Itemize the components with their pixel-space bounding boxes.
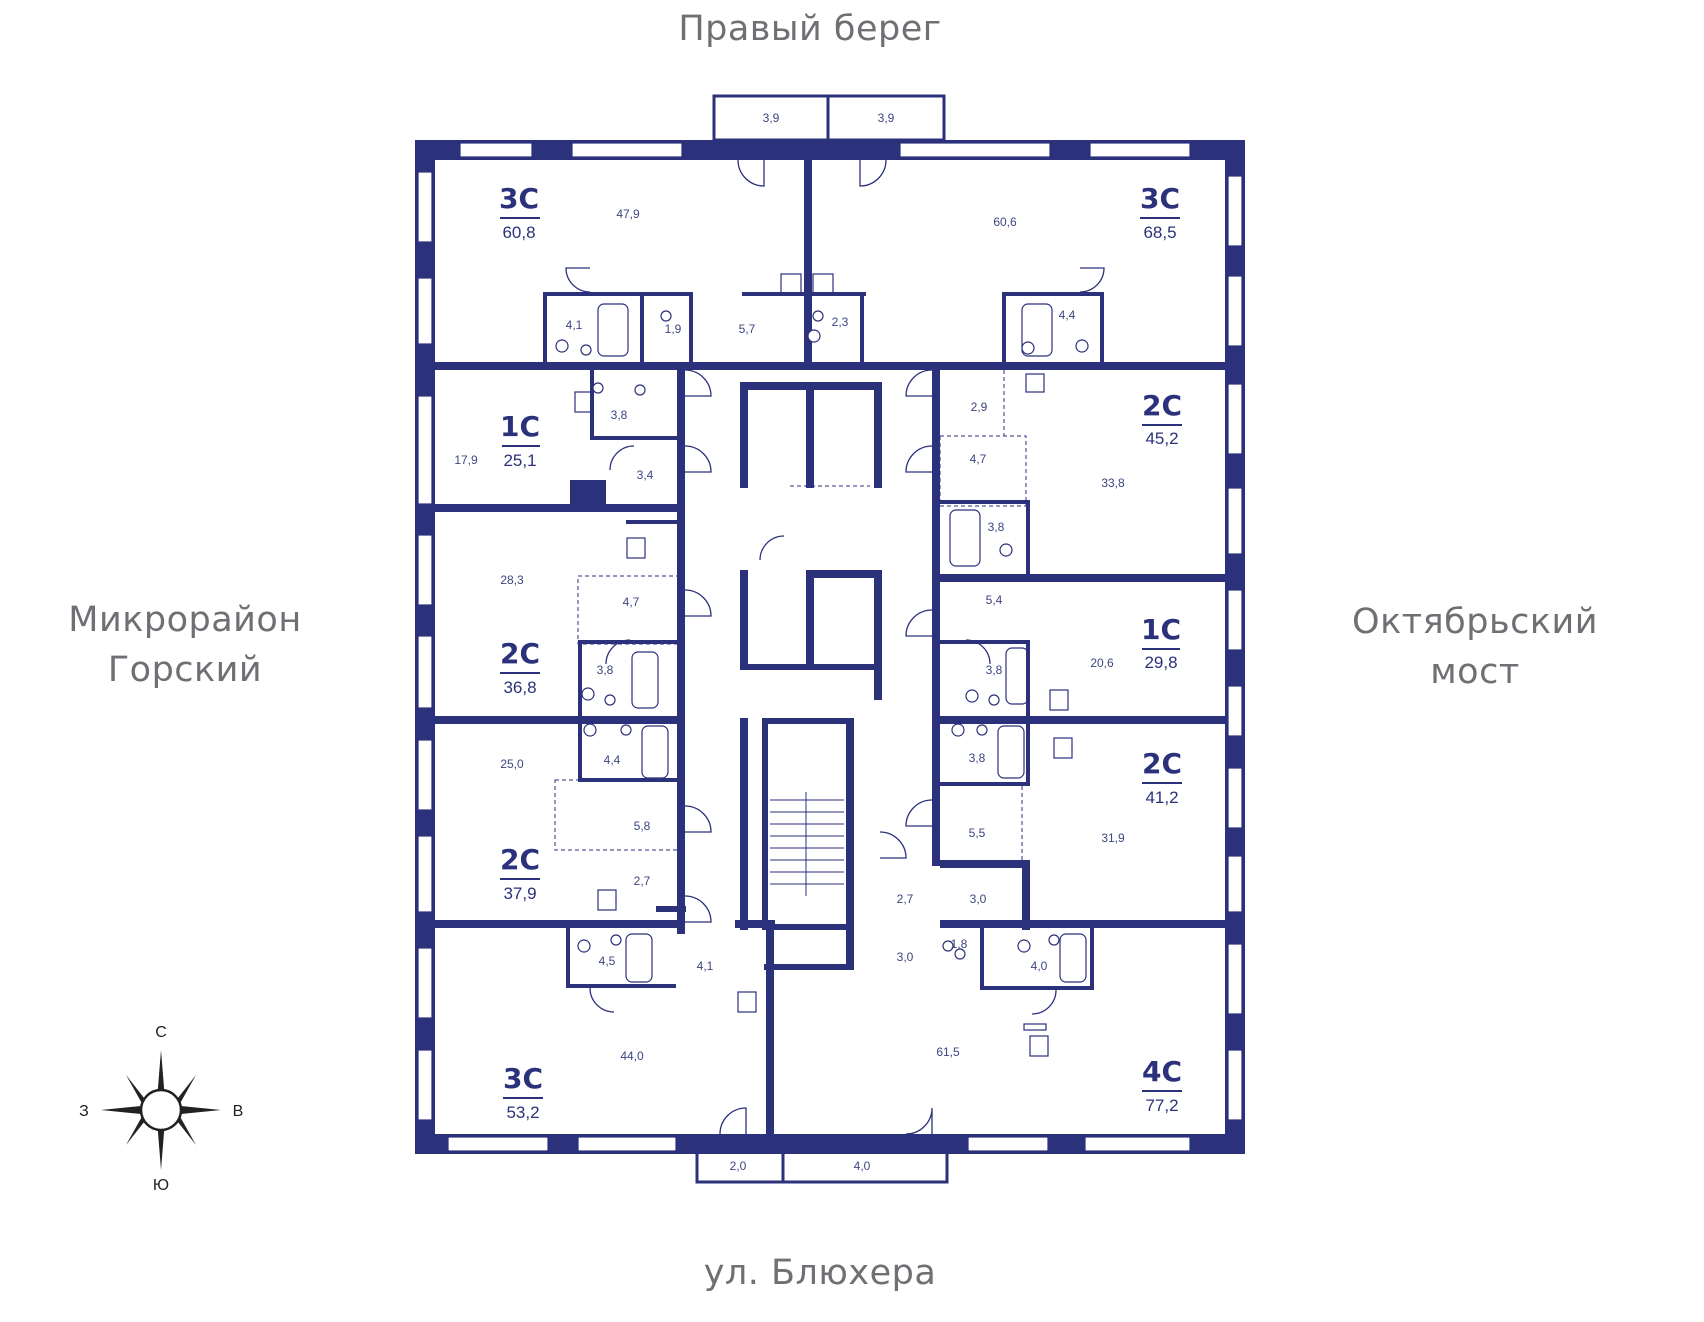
dashed-boundaries [554,370,1027,860]
appliances [574,273,1073,1057]
room-area: 33,8 [1101,476,1125,490]
apartment-label: 3С 60,8 [499,182,540,242]
compass-north: С [155,1024,167,1041]
room-area: 5,7 [739,322,756,336]
room-area: 4,4 [1059,308,1076,322]
apartment-label: 2С 37,9 [500,843,540,903]
east-side-line-2: мост [1430,652,1520,692]
apartment-area: 45,2 [1145,429,1178,448]
room-area: 17,9 [454,453,478,467]
apartment-label: 2С 45,2 [1142,389,1182,448]
room-area: 61,5 [936,1045,960,1059]
apartment-code: 3С [499,182,539,215]
apartment-area: 60,8 [502,223,535,242]
room-area: 4,1 [697,959,714,973]
compass-icon [101,1050,221,1170]
west-side-line-2: Горский [107,650,263,690]
compass-ring [139,1088,183,1132]
compass-south: Ю [153,1177,169,1194]
room-area: 2,7 [897,892,914,906]
room-area: 5,5 [969,826,986,840]
apartment-labels: 3С 60,8 3С 68,5 1С 25,1 2С 45,2 2С 36,8 … [499,182,1182,1122]
apartment-area: 37,9 [503,884,536,903]
room-area: 1,9 [665,322,682,336]
bathtubs [597,303,1087,983]
doors [565,159,1105,1135]
west-side-line-1: Микрорайон [68,600,302,640]
apartment-code: 2С [500,843,540,876]
room-area: 3,9 [878,111,895,125]
windows [417,142,1243,1152]
room-area: 2,0 [730,1159,747,1173]
room-area: 3,0 [897,950,914,964]
north-balconies [712,94,946,142]
apartment-label: 4С 77,2 [1142,1055,1182,1115]
apartment-area: 68,5 [1143,223,1176,242]
room-area: 31,9 [1101,831,1125,845]
west-side-label: Микрорайон Горский [20,595,350,695]
apartment-label: 1С 29,8 [1141,613,1181,672]
room-area: 3,8 [969,751,986,765]
apartment-area: 29,8 [1144,653,1177,672]
sanitary-fixtures [555,310,1089,960]
room-area: 4,7 [970,452,987,466]
south-side-label: ул. Блюхера [703,1253,937,1293]
compass-east: В [233,1103,244,1120]
stair-treads [770,792,844,896]
east-side-label: Октябрьский мост [1310,597,1640,697]
room-area: 4,1 [566,318,583,332]
apartment-code: 1С [500,410,540,443]
room-area: 4,5 [599,954,616,968]
room-area: 3,8 [988,520,1005,534]
north-side-label: Правый берег [678,9,942,49]
apartment-code: 3С [503,1062,543,1095]
apartment-area: 41,2 [1145,788,1178,807]
east-side-line-1: Октябрьский [1352,602,1598,642]
room-area: 60,6 [993,215,1017,229]
apartment-label: 1С 25,1 [500,410,540,470]
apartment-area: 36,8 [503,678,536,697]
apartment-label: 3С 53,2 [503,1062,543,1122]
apartment-code: 2С [1142,389,1182,422]
apartment-area: 25,1 [503,451,536,470]
apartment-code: 1С [1141,613,1181,646]
room-area: 2,7 [634,874,651,888]
room-area: 2,3 [832,315,849,329]
interior-walls [435,160,1225,1134]
room-area: 20,6 [1090,656,1114,670]
apartment-label: 2С 36,8 [500,637,540,697]
apartment-label: 3С 68,5 [1140,182,1180,242]
room-area: 3,4 [637,468,654,482]
apartment-code: 2С [500,637,540,670]
apartment-code: 2С [1142,747,1182,780]
room-area: 1,8 [951,937,968,951]
room-area: 47,9 [616,207,640,221]
room-area: 28,3 [500,573,524,587]
apartment-area: 53,2 [506,1103,539,1122]
apartment-code: 4С [1142,1055,1182,1088]
apartment-area: 77,2 [1145,1096,1178,1115]
room-area: 3,8 [597,663,614,677]
room-area: 3,9 [763,111,780,125]
room-area: 44,0 [620,1049,644,1063]
room-area: 5,8 [634,819,651,833]
room-area: 4,0 [854,1159,871,1173]
room-area: 5,4 [986,593,1003,607]
room-area: 3,8 [611,408,628,422]
room-area-labels: 3,9 3,9 47,9 60,6 4,1 1,9 5,7 2,3 4,4 3,… [454,111,1125,1173]
apartment-code: 3С [1140,182,1180,215]
room-area: 3,0 [970,892,987,906]
compass-west: З [79,1103,89,1120]
room-area: 4,0 [1031,959,1048,973]
room-area: 4,4 [604,753,621,767]
apartment-label: 2С 41,2 [1142,747,1182,807]
room-area: 2,9 [971,400,988,414]
room-area: 25,0 [500,757,524,771]
room-area: 3,8 [986,663,1003,677]
room-area: 4,7 [623,595,640,609]
compass-rose: С Ю З В [79,1024,243,1194]
